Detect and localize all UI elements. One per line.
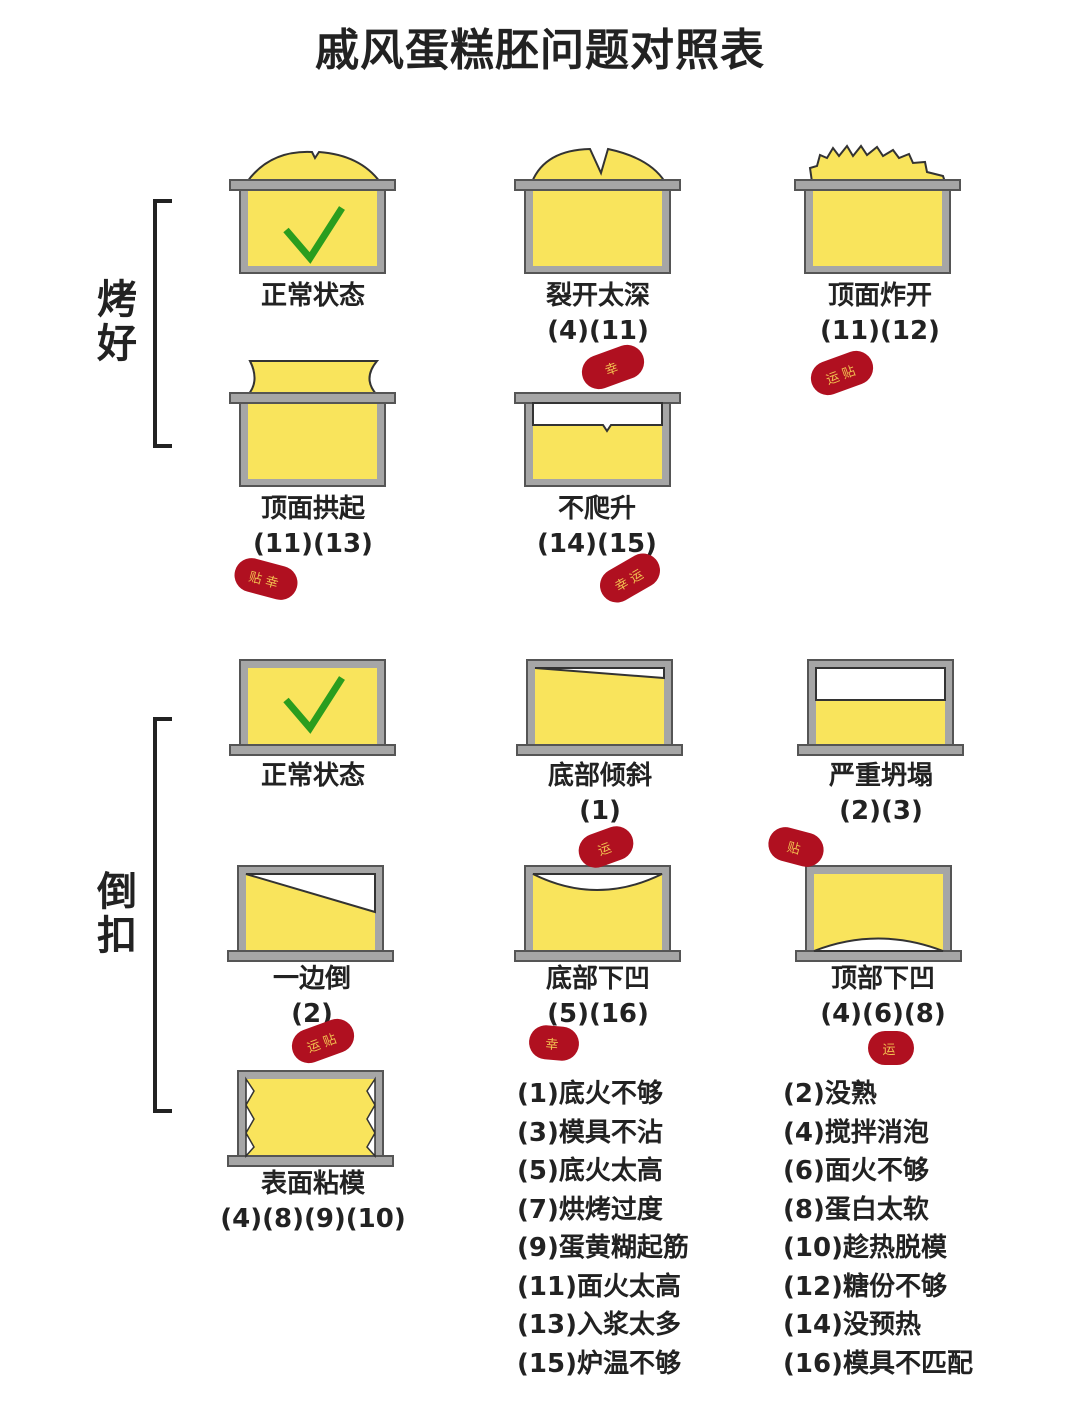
pan-bottom-tilted bbox=[516, 659, 683, 756]
legend-item: (9)蛋黄糊起筋 bbox=[517, 1233, 689, 1263]
legend-left: (1)底火不够 (3)模具不沾 (5)底火太高 (7)烘烤过度 (9)蛋黄糊起筋… bbox=[517, 1075, 689, 1383]
pan-top-burst bbox=[794, 144, 961, 274]
legend-item: (4)搅拌消泡 bbox=[783, 1117, 929, 1148]
legend-item: (11)面火太高 bbox=[517, 1271, 681, 1302]
legend-item: (8)蛋白太软 bbox=[783, 1194, 929, 1225]
item-label: 裂开太深(4)(11) bbox=[545, 281, 650, 346]
pan-crack-deep bbox=[514, 147, 681, 274]
legend-item: (13)入浆太多 bbox=[517, 1310, 681, 1340]
pan-one-side bbox=[227, 865, 394, 962]
sticker: 幸 bbox=[527, 1023, 581, 1063]
legend-item: (2)没熟 bbox=[783, 1079, 877, 1109]
item-label: 顶部下凹(4)(6)(8) bbox=[820, 964, 946, 1029]
legend-item: (10)趁热脱模 bbox=[783, 1233, 947, 1263]
pan-top-arched bbox=[229, 360, 396, 487]
pan-bottom-dent bbox=[514, 865, 681, 962]
check-icon bbox=[283, 206, 345, 264]
item-label: 顶面拱起(11)(13) bbox=[253, 494, 373, 559]
pan-collapsed bbox=[797, 659, 964, 756]
legend-item: (3)模具不沾 bbox=[517, 1117, 663, 1148]
item-label: 底部倾斜(1) bbox=[547, 761, 652, 826]
item-label: 严重坍塌(2)(3) bbox=[828, 761, 933, 826]
legend-item: (14)没预热 bbox=[783, 1310, 921, 1340]
legend-item: (15)炉温不够 bbox=[517, 1348, 681, 1379]
legend-right: (2)没熟 (4)搅拌消泡 (6)面火不够 (8)蛋白太软 (10)趁热脱模 (… bbox=[783, 1075, 973, 1383]
pan-stuck bbox=[227, 1070, 394, 1167]
legend-item: (12)糖份不够 bbox=[783, 1271, 947, 1302]
item-label: 一边倒(2) bbox=[272, 964, 351, 1029]
item-label: 表面粘模(4)(8)(9)(10) bbox=[220, 1169, 406, 1234]
item-label: 顶面炸开(11)(12) bbox=[820, 281, 940, 346]
pan-top-dent bbox=[795, 865, 962, 962]
item-label: 不爬升(14)(15) bbox=[537, 494, 657, 559]
sticker: 运 bbox=[868, 1031, 914, 1065]
section-label-inverted: 倒扣 bbox=[97, 869, 137, 959]
legend-item: (7)烘烤过度 bbox=[517, 1194, 663, 1225]
legend-item: (6)面火不够 bbox=[783, 1156, 929, 1186]
check-icon bbox=[283, 676, 345, 734]
bracket-baked bbox=[153, 199, 172, 448]
pan-normal-baked bbox=[229, 150, 396, 274]
item-label: 正常状态 bbox=[260, 281, 365, 311]
page-title: 戚风蛋糕胚问题对照表 bbox=[315, 25, 765, 76]
pan-normal-inverted bbox=[229, 659, 396, 756]
section-label-baked: 烤好 bbox=[97, 277, 137, 367]
item-label: 底部下凹(5)(16) bbox=[545, 964, 650, 1029]
legend-item: (16)模具不匹配 bbox=[783, 1348, 973, 1379]
legend-item: (5)底火太高 bbox=[517, 1156, 663, 1186]
bracket-inverted bbox=[153, 717, 172, 1113]
pan-not-rising bbox=[514, 392, 681, 487]
legend-item: (1)底火不够 bbox=[517, 1079, 663, 1109]
item-label: 正常状态 bbox=[260, 761, 365, 791]
